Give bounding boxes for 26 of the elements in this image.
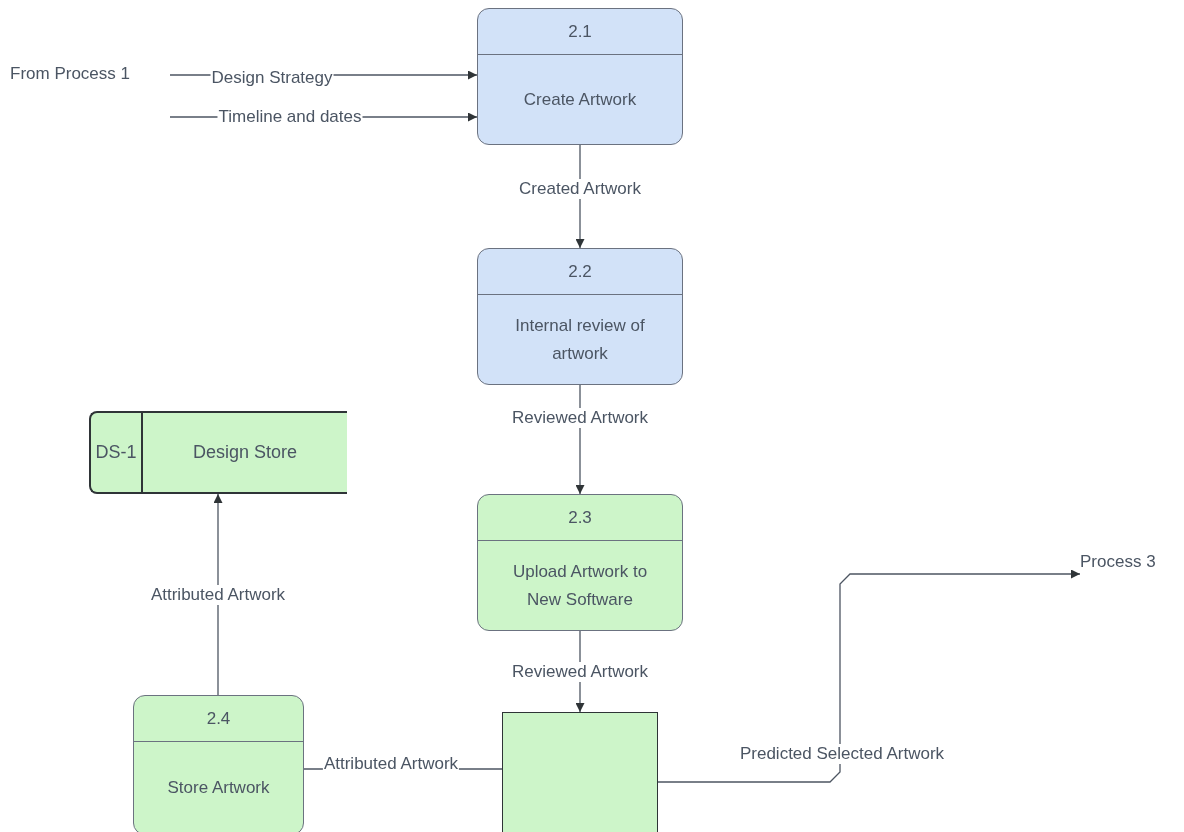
store-id: DS-1 bbox=[95, 442, 137, 463]
edge-label: Created Artwork bbox=[518, 179, 642, 199]
process-label: Upload Artwork to New Software bbox=[511, 560, 649, 611]
process-label: Store Artwork bbox=[167, 777, 270, 799]
process-box bbox=[133, 695, 304, 832]
edge-label: Design Strategy bbox=[210, 68, 334, 88]
process-box bbox=[477, 8, 683, 145]
data-store bbox=[89, 411, 347, 494]
process-number: 2.4 bbox=[134, 696, 303, 742]
store-label: Design Store bbox=[192, 442, 298, 463]
external-entity-label: From Process 1 bbox=[10, 64, 170, 124]
arrow bbox=[657, 569, 1081, 783]
edge-label: Attributed Artwork bbox=[149, 585, 287, 605]
edge-label: Reviewed Artwork bbox=[510, 408, 650, 428]
process-box bbox=[477, 494, 683, 631]
arrow bbox=[213, 493, 223, 696]
process-box bbox=[477, 248, 683, 385]
external-entity-label: Process 3 bbox=[1080, 552, 1180, 576]
process-number: 2.3 bbox=[478, 495, 682, 541]
process-label: Internal review of artwork bbox=[514, 314, 646, 365]
process-label: Create Artwork bbox=[523, 88, 637, 111]
process-number: 2.2 bbox=[478, 249, 682, 295]
edge-label: Predicted Selected Artwork bbox=[738, 744, 946, 764]
edge-label: Reviewed Artwork bbox=[510, 662, 650, 682]
process-box bbox=[502, 712, 658, 832]
process-number: 2.1 bbox=[478, 9, 682, 55]
